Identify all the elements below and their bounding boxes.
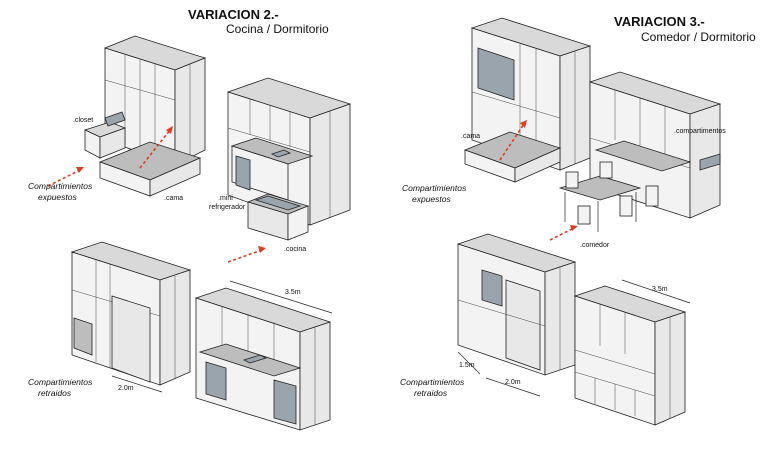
- v3-retraidos-caption-2: retraidos: [414, 388, 448, 398]
- v2-retracted-left-module: [70, 241, 192, 386]
- v2-expuestos-caption-1: Compartimientos: [28, 181, 93, 191]
- v2-dimension-lines: [111, 280, 333, 393]
- v2-cama-label: .cama: [164, 195, 183, 202]
- v3-dimension-lines: [457, 279, 691, 397]
- variation2-title: VARIACION 2.-: [188, 7, 279, 22]
- v3-arrow-dining: [549, 227, 575, 241]
- v3-arrow-bed: [499, 123, 525, 161]
- variation3-subtitle: Comedor / Dormitorio: [641, 30, 756, 44]
- v2-width-dim: 2.0m: [118, 385, 134, 392]
- v2-cocina-label: .cocina: [284, 246, 306, 253]
- v2-arrow-closet: [47, 169, 81, 187]
- v3-expuestos-caption-2: expuestos: [412, 194, 451, 204]
- v2-mini-label-1: .mini: [218, 195, 233, 202]
- v3-comedor-label: .comedor: [580, 242, 610, 249]
- v2-retraidos-caption-1: Compartimientos: [28, 377, 93, 387]
- v3-expuestos-caption-1: Compartimientos: [402, 183, 467, 193]
- v3-retracted-left-module: [456, 233, 577, 376]
- v3-width-dim: 2.0m: [505, 379, 521, 386]
- v2-expuestos-caption-2: expuestos: [38, 192, 77, 202]
- variation3-title: VARIACION 3.-: [614, 14, 705, 29]
- v3-bed-module: [463, 17, 592, 183]
- v2-retracted-right-module: [194, 287, 332, 431]
- v3-retraidos-caption-1: Compartimientos: [400, 377, 465, 387]
- v3-cama-label: .cama: [461, 133, 480, 140]
- variation2-subtitle: Cocina / Dormitorio: [226, 22, 329, 36]
- v3-dining-module: [558, 71, 722, 232]
- v3-length-dim: 3.5m: [652, 286, 668, 293]
- v3-compartimentos-label: .compartimentos: [674, 128, 726, 135]
- v2-length-dim: 3.5m: [285, 289, 301, 296]
- v2-closet-label: .closet: [73, 117, 93, 124]
- v2-mini-label-2: refrigerador: [209, 204, 246, 211]
- v3-depth-dim: 1.5m: [459, 362, 475, 369]
- v2-kitchen-module: [226, 77, 352, 241]
- v2-arrow-kitchen: [227, 249, 263, 263]
- v3-retracted-right-module: [573, 285, 687, 426]
- v2-arrow-bed: [139, 129, 171, 169]
- v2-retraidos-caption-2: retraidos: [38, 388, 72, 398]
- v2-bed-closet-module: [83, 35, 207, 197]
